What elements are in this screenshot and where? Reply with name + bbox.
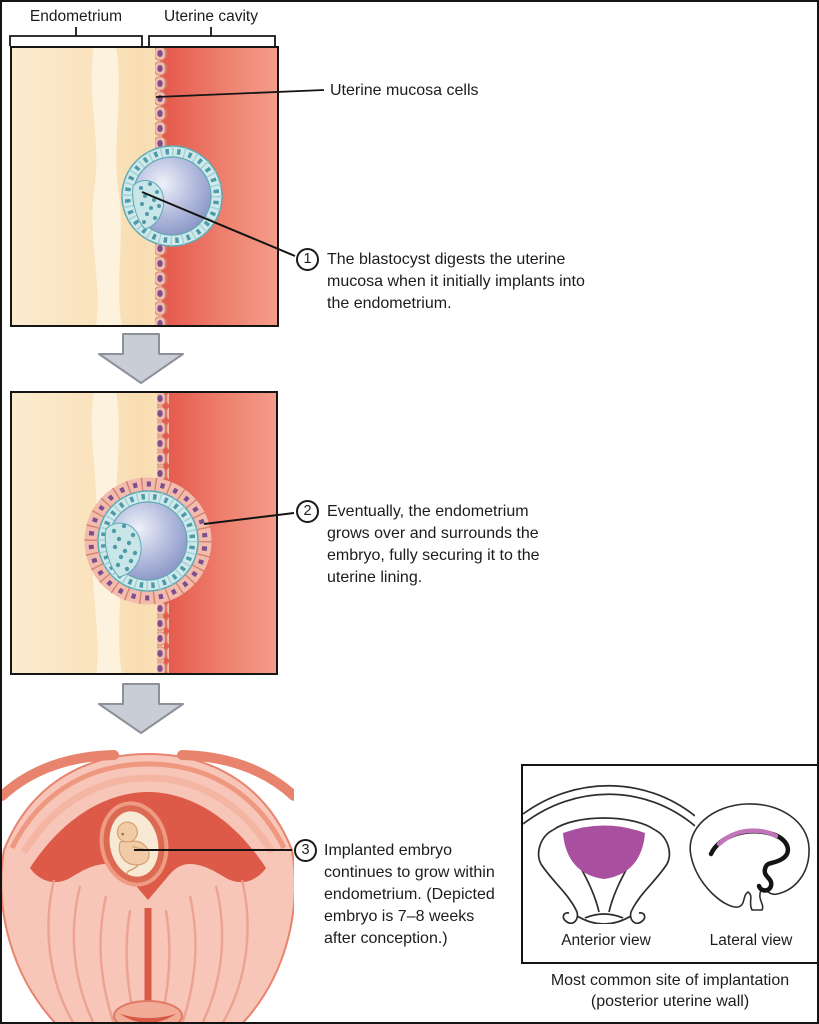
- label-endometrium: Endometrium: [29, 8, 123, 25]
- step-2-number-badge: 2: [296, 500, 319, 523]
- uterus-with-embryo-illustration: [2, 750, 294, 1022]
- lateral-view-label: Lateral view: [709, 932, 793, 949]
- down-arrow-icon: [98, 333, 184, 384]
- step-3-text: Implanted embryo continues to grow withi…: [324, 842, 495, 947]
- endometrium-overgrowth-ring: [84, 477, 212, 605]
- label-uterine-cavity: Uterine cavity: [164, 8, 258, 25]
- inset-caption: Most common site of implantation (poster…: [550, 972, 790, 1010]
- bracket-endometrium: [9, 27, 143, 46]
- blastocyst-2: [97, 490, 199, 592]
- implantation-site-inset: Anterior view Lateral view: [521, 764, 817, 964]
- panel-1-blastocyst-implanting: [10, 46, 279, 327]
- lateral-view-drawing: [689, 803, 810, 911]
- bracket-uterine-cavity: [148, 27, 276, 46]
- step-3-number-badge: 3: [294, 839, 317, 862]
- embryo: [116, 821, 150, 875]
- step-1-text: The blastocyst digests the uterine mucos…: [327, 251, 585, 312]
- step-1-number-badge: 1: [296, 248, 319, 271]
- blastocyst-1: [121, 145, 223, 247]
- anterior-view-label: Anterior view: [561, 932, 651, 949]
- down-arrow-icon: [98, 683, 184, 734]
- panel-2-embryo-surrounded: [10, 391, 278, 675]
- gestational-sac: [99, 801, 169, 887]
- label-uterine-mucosa-cells: Uterine mucosa cells: [330, 82, 479, 99]
- anterior-view-drawing: [523, 784, 695, 924]
- step-2-text: Eventually, the endometrium grows over a…: [327, 503, 540, 586]
